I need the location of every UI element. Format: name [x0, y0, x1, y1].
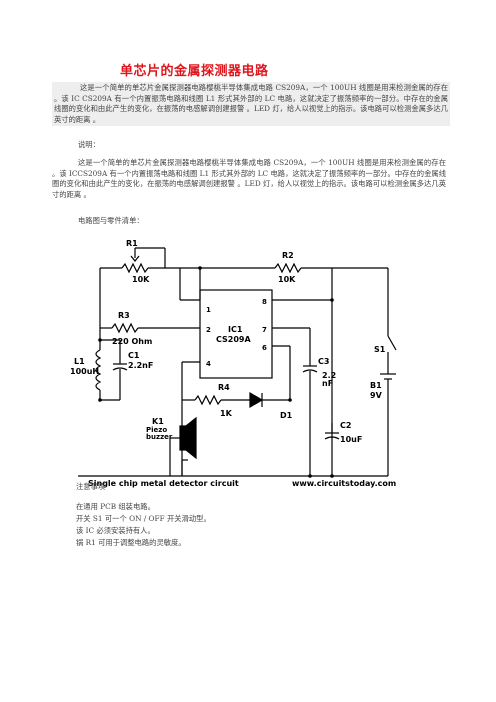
note-item: 开关 S1 可一个 ON / OFF 开关滑动型。: [76, 514, 211, 523]
r3-label: R3: [118, 311, 130, 320]
note-item: 锅 R1 可用于调整电路的灵敏度。: [76, 538, 186, 547]
l1-value: 100uH: [70, 367, 99, 376]
notes-label: 注意事项: [76, 482, 106, 491]
c1-label: C1: [128, 351, 140, 360]
circuit-diagram: R1 10K R2 10K R3 220 Ohm L1 100uH C1 2.2…: [70, 239, 397, 488]
ic-pin-1: 1: [206, 306, 211, 314]
r3-value: 220 Ohm: [112, 337, 152, 346]
d1-label: D1: [280, 411, 293, 420]
ic-pin-2: 2: [206, 326, 211, 334]
c1-value: 2.2nF: [128, 361, 153, 370]
explanation-label: 说明：: [78, 140, 100, 149]
intro-paragraph: 这是一个简单的单芯片金属探测器电路樱桃半导体集成电路 CS209A，一个 100…: [52, 82, 450, 127]
note-item: 该 IC 必须安装持有人。: [76, 526, 155, 535]
k1-type: Piezo: [146, 426, 167, 434]
c2-value: 10uF: [340, 435, 362, 444]
b1-value: 9V: [370, 391, 383, 400]
ic-pin-8: 8: [262, 298, 267, 306]
c3-unit: nF: [322, 379, 333, 388]
ic-pin-4: 4: [206, 360, 211, 368]
ic-name: IC1: [228, 325, 243, 334]
page-title: 单芯片的金属探测器电路: [120, 64, 269, 79]
c2-label: C2: [340, 421, 351, 430]
ic-part: CS209A: [216, 335, 251, 344]
r2-label: R2: [282, 251, 294, 260]
r4-label: R4: [218, 383, 230, 392]
ic-pin-7: 7: [262, 326, 267, 334]
circuit-source: www.circuitstoday.com: [292, 479, 396, 488]
ic-pin-6: 6: [262, 344, 267, 352]
b1-label: B1: [370, 381, 382, 390]
r4-value: 1K: [220, 409, 233, 418]
r2-value: 10K: [278, 275, 296, 284]
k1-label: K1: [152, 417, 164, 426]
r1-label: R1: [126, 239, 138, 248]
s1-label: S1: [374, 345, 386, 354]
c3-value: 2.2: [322, 371, 336, 380]
k1-buzzer: buzzer: [146, 433, 173, 441]
explanation-paragraph: 这是一个简单的单芯片金属探测器电路樱桃半导体集成电路 CS209A，一个 100…: [52, 158, 446, 199]
l1-label: L1: [74, 357, 85, 366]
r1-value: 10K: [132, 275, 150, 284]
note-item: 在通用 PCB 组装电路。: [76, 502, 155, 511]
circuit-caption: Single chip metal detector circuit: [88, 479, 239, 488]
c3-label: C3: [318, 357, 329, 366]
parts-label: 电路图与零件清单：: [78, 216, 144, 225]
